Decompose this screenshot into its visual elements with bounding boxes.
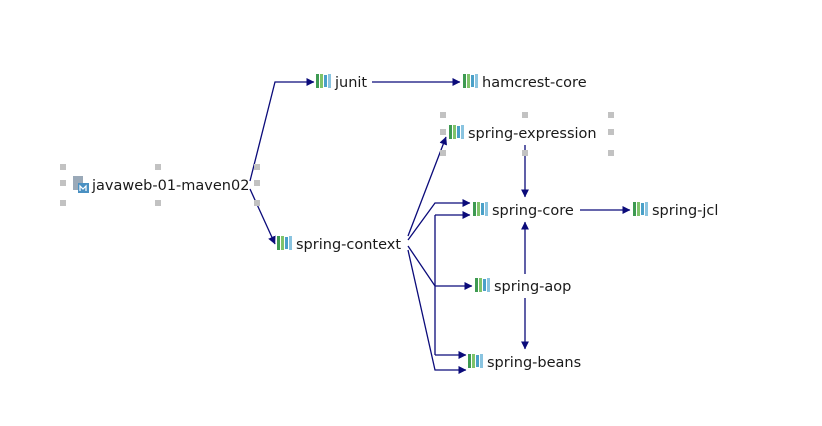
node-context[interactable]: spring-context — [277, 236, 401, 253]
node-jcl[interactable]: spring-jcl — [633, 202, 718, 219]
selection-handle-expression-1[interactable] — [522, 112, 528, 118]
edge-javaweb-context — [249, 188, 276, 245]
edge-context-beans — [407, 249, 467, 374]
selection-handle-expression-3[interactable] — [440, 129, 446, 135]
node-expression[interactable]: spring-expression — [449, 125, 597, 142]
node-label-context: spring-context — [296, 237, 401, 253]
edge-context-core — [407, 199, 471, 241]
selection-handles — [60, 112, 614, 206]
node-aop[interactable]: spring-aop — [475, 278, 571, 295]
selection-handle-expression-4[interactable] — [608, 129, 614, 135]
node-label-expression: spring-expression — [468, 126, 597, 142]
selection-handle-expression-5[interactable] — [440, 150, 446, 156]
library-icon — [463, 74, 478, 88]
selection-handle-expression-7[interactable] — [608, 150, 614, 156]
selection-handle-javaweb-3[interactable] — [60, 180, 66, 186]
library-icon — [633, 202, 648, 216]
node-label-hamcrest: hamcrest-core — [482, 75, 587, 91]
selection-handle-expression-0[interactable] — [440, 112, 446, 118]
node-label-junit: junit — [334, 75, 367, 91]
edge-javaweb-junit — [249, 78, 315, 182]
node-hamcrest[interactable]: hamcrest-core — [463, 74, 587, 91]
library-icon — [277, 236, 292, 250]
selection-handle-expression-6[interactable] — [522, 150, 528, 156]
node-label-javaweb: javaweb-01-maven02 — [91, 178, 249, 194]
edge-context-expression — [407, 136, 448, 237]
node-javaweb[interactable]: javaweb-01-maven02 — [73, 176, 249, 194]
maven-module-icon — [73, 176, 89, 193]
node-core[interactable]: spring-core — [473, 202, 574, 219]
selection-handle-javaweb-0[interactable] — [60, 164, 66, 170]
selection-handle-javaweb-7[interactable] — [254, 200, 260, 206]
selection-handle-javaweb-5[interactable] — [60, 200, 66, 206]
node-label-beans: spring-beans — [487, 355, 581, 371]
selection-handle-expression-2[interactable] — [608, 112, 614, 118]
node-label-core: spring-core — [492, 203, 574, 219]
node-junit[interactable]: junit — [316, 74, 367, 91]
edge-context-aop — [407, 245, 473, 290]
node-label-jcl: spring-jcl — [652, 203, 718, 219]
node-label-aop: spring-aop — [494, 279, 571, 295]
library-icon — [473, 202, 488, 216]
selection-handle-javaweb-4[interactable] — [254, 180, 260, 186]
selection-handle-javaweb-1[interactable] — [155, 164, 161, 170]
library-icon — [468, 354, 483, 368]
library-icon — [475, 278, 490, 292]
selection-handle-javaweb-2[interactable] — [254, 164, 260, 170]
library-icon — [316, 74, 331, 88]
selection-handle-javaweb-6[interactable] — [155, 200, 161, 206]
dependency-nodes: javaweb-01-maven02 junit hamcrest-core spri… — [73, 74, 718, 371]
node-beans[interactable]: spring-beans — [468, 354, 581, 371]
library-icon — [449, 125, 464, 139]
